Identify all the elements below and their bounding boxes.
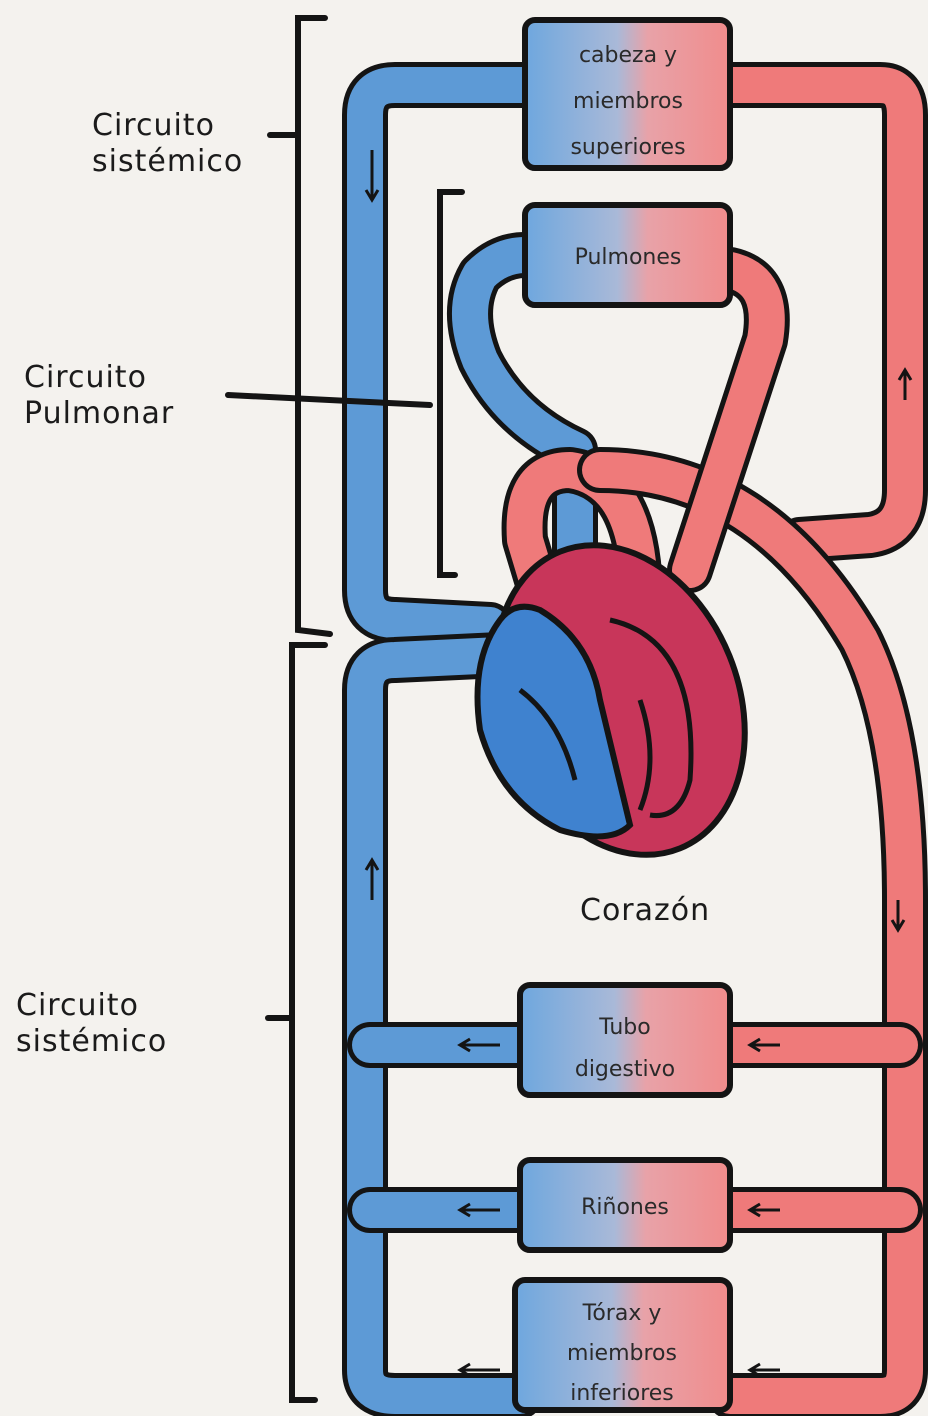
organ-digestive-line2: digestivo [575, 1057, 675, 1082]
organ-trunk-box: Tórax y miembros inferiores [515, 1280, 730, 1410]
label-heart: Corazón [580, 893, 710, 929]
organ-trunk-line1: Tórax y [582, 1301, 662, 1326]
svg-text:cabeza y: cabeza y [579, 43, 677, 68]
svg-text:Tubo: Tubo [598, 1015, 650, 1040]
svg-text:Pulmones: Pulmones [575, 245, 682, 270]
organ-lungs-label: Pulmones [575, 245, 682, 270]
organ-head-box: cabeza y miembros superiores [525, 20, 730, 168]
organ-lungs-box: Pulmones [525, 205, 730, 305]
svg-text:miembros: miembros [573, 89, 683, 114]
organ-head-line1: cabeza y [579, 43, 677, 68]
label-systemic-bottom-line2: sistémico [16, 1024, 167, 1060]
label-systemic-top: Circuito sistémico [92, 108, 243, 180]
bracket-systemic-top [270, 18, 330, 634]
organ-digestive-box: Tubo digestivo [520, 985, 730, 1095]
bracket-systemic-bottom [268, 645, 325, 1400]
organ-trunk-line3: inferiores [570, 1381, 674, 1406]
label-pulmonary-line2: Pulmonar [24, 396, 174, 432]
label-pulmonary-line1: Circuito [24, 360, 174, 396]
organ-head-line3: superiores [570, 135, 685, 160]
heart [451, 507, 790, 892]
svg-text:inferiores: inferiores [570, 1381, 674, 1406]
svg-text:digestivo: digestivo [575, 1057, 675, 1082]
organ-trunk-line2: miembros [567, 1341, 677, 1366]
organ-kidneys-label: Riñones [581, 1195, 669, 1220]
svg-text:superiores: superiores [570, 135, 685, 160]
organ-digestive-line1: Tubo [598, 1015, 650, 1040]
organ-head-line2: miembros [573, 89, 683, 114]
svg-text:Riñones: Riñones [581, 1195, 669, 1220]
label-systemic-top-line1: Circuito [92, 108, 243, 144]
organ-kidneys-box: Riñones [520, 1160, 730, 1250]
label-systemic-bottom: Circuito sistémico [16, 988, 167, 1060]
svg-text:miembros: miembros [567, 1341, 677, 1366]
label-systemic-top-line2: sistémico [92, 144, 243, 180]
svg-text:Tórax y: Tórax y [582, 1301, 662, 1326]
label-pulmonary: Circuito Pulmonar [24, 360, 174, 432]
label-systemic-bottom-line1: Circuito [16, 988, 167, 1024]
